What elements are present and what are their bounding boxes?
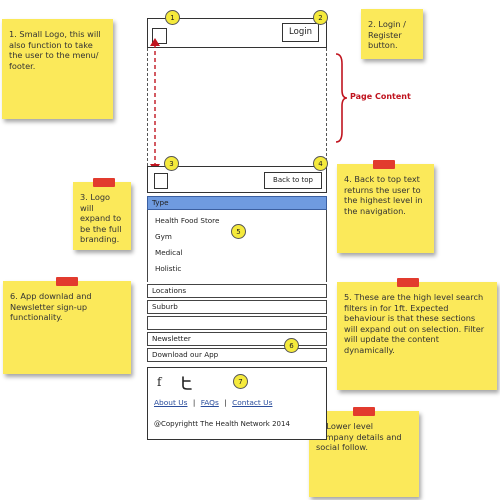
back-to-top-button[interactable]: Back to top bbox=[264, 172, 322, 189]
note-4-text: 4. Back to top text returns the user to … bbox=[344, 174, 423, 216]
copyright-text: @Copyrightt The Health Network 2014 bbox=[154, 420, 290, 428]
download-app-label: Download our App bbox=[152, 350, 219, 359]
marker-3: 3 bbox=[164, 156, 179, 171]
contact-us-link[interactable]: Contact Us bbox=[232, 398, 273, 407]
note-7: 7. Lower level company details and socia… bbox=[309, 407, 419, 497]
marker-4: 4 bbox=[313, 156, 328, 171]
newsletter-signup[interactable]: Newsletter bbox=[147, 332, 327, 346]
link-divider: | bbox=[192, 398, 196, 407]
tape bbox=[373, 160, 395, 169]
tape bbox=[353, 407, 375, 416]
note-3-text: 3. Logo will expand to be the full brand… bbox=[80, 192, 122, 244]
filter-locations-label: Locations bbox=[152, 286, 187, 295]
back-to-top-label: Back to top bbox=[273, 176, 313, 184]
type-option-health-food-store[interactable]: Health Food Store bbox=[155, 216, 220, 225]
filter-suburb-label: Suburb bbox=[152, 302, 178, 311]
note-6: 6. App downlad and Newsletter sign-up fu… bbox=[3, 277, 131, 374]
note-7-text: 7. Lower level company details and socia… bbox=[316, 421, 402, 452]
page-content-right-edge bbox=[326, 48, 327, 166]
type-option-holistic[interactable]: Holistic bbox=[155, 264, 182, 273]
filter-suburb[interactable]: Suburb bbox=[147, 300, 327, 314]
note-2: 2. Login / Register button. bbox=[361, 9, 423, 59]
note-5: 5. These are the high level search filte… bbox=[337, 278, 497, 390]
facebook-icon[interactable]: f bbox=[157, 375, 162, 389]
note-3: 3. Logo will expand to be the full brand… bbox=[73, 178, 131, 250]
faqs-link[interactable]: FAQs bbox=[200, 398, 219, 407]
note-1-text: 1. Small Logo, this will also function t… bbox=[9, 29, 101, 71]
about-us-link[interactable]: About Us bbox=[154, 398, 188, 407]
marker-1: 1 bbox=[165, 10, 180, 25]
menu-panel: Type Health Food Store Gym Medical Holis… bbox=[147, 194, 327, 364]
marker-7: 7 bbox=[233, 374, 248, 389]
type-option-medical[interactable]: Medical bbox=[155, 248, 183, 257]
page-content-brace bbox=[335, 53, 348, 143]
footer-logo[interactable] bbox=[154, 173, 168, 189]
footer-links: About Us | FAQs | Contact Us bbox=[154, 398, 272, 407]
page-content-label: Page Content bbox=[350, 92, 411, 101]
login-button-label: Login bbox=[289, 27, 312, 37]
filter-empty[interactable] bbox=[147, 316, 327, 330]
filter-type[interactable]: Type bbox=[147, 196, 327, 210]
note-6-text: 6. App downlad and Newsletter sign-up fu… bbox=[10, 291, 92, 322]
logo-to-footer-arrow bbox=[150, 38, 160, 172]
marker-6: 6 bbox=[284, 338, 299, 353]
download-app[interactable]: Download our App bbox=[147, 348, 327, 362]
newsletter-label: Newsletter bbox=[152, 334, 191, 343]
note-2-text: 2. Login / Register button. bbox=[368, 19, 406, 50]
type-option-gym[interactable]: Gym bbox=[155, 232, 172, 241]
note-1: 1. Small Logo, this will also function t… bbox=[2, 19, 113, 119]
link-divider: | bbox=[224, 398, 227, 407]
filter-type-label: Type bbox=[152, 198, 169, 207]
tape bbox=[56, 277, 78, 286]
twitter-icon[interactable] bbox=[180, 376, 194, 390]
login-button[interactable]: Login bbox=[282, 23, 319, 42]
marker-2: 2 bbox=[313, 10, 328, 25]
marker-5: 5 bbox=[231, 224, 246, 239]
tape bbox=[93, 178, 115, 187]
filter-locations[interactable]: Locations bbox=[147, 284, 327, 298]
tape bbox=[397, 278, 419, 287]
filter-type-options: Health Food Store Gym Medical Holistic bbox=[147, 210, 327, 282]
page-content-left-edge bbox=[147, 48, 148, 166]
note-5-text: 5. These are the high level search filte… bbox=[344, 292, 485, 355]
note-4: 4. Back to top text returns the user to … bbox=[337, 160, 434, 253]
